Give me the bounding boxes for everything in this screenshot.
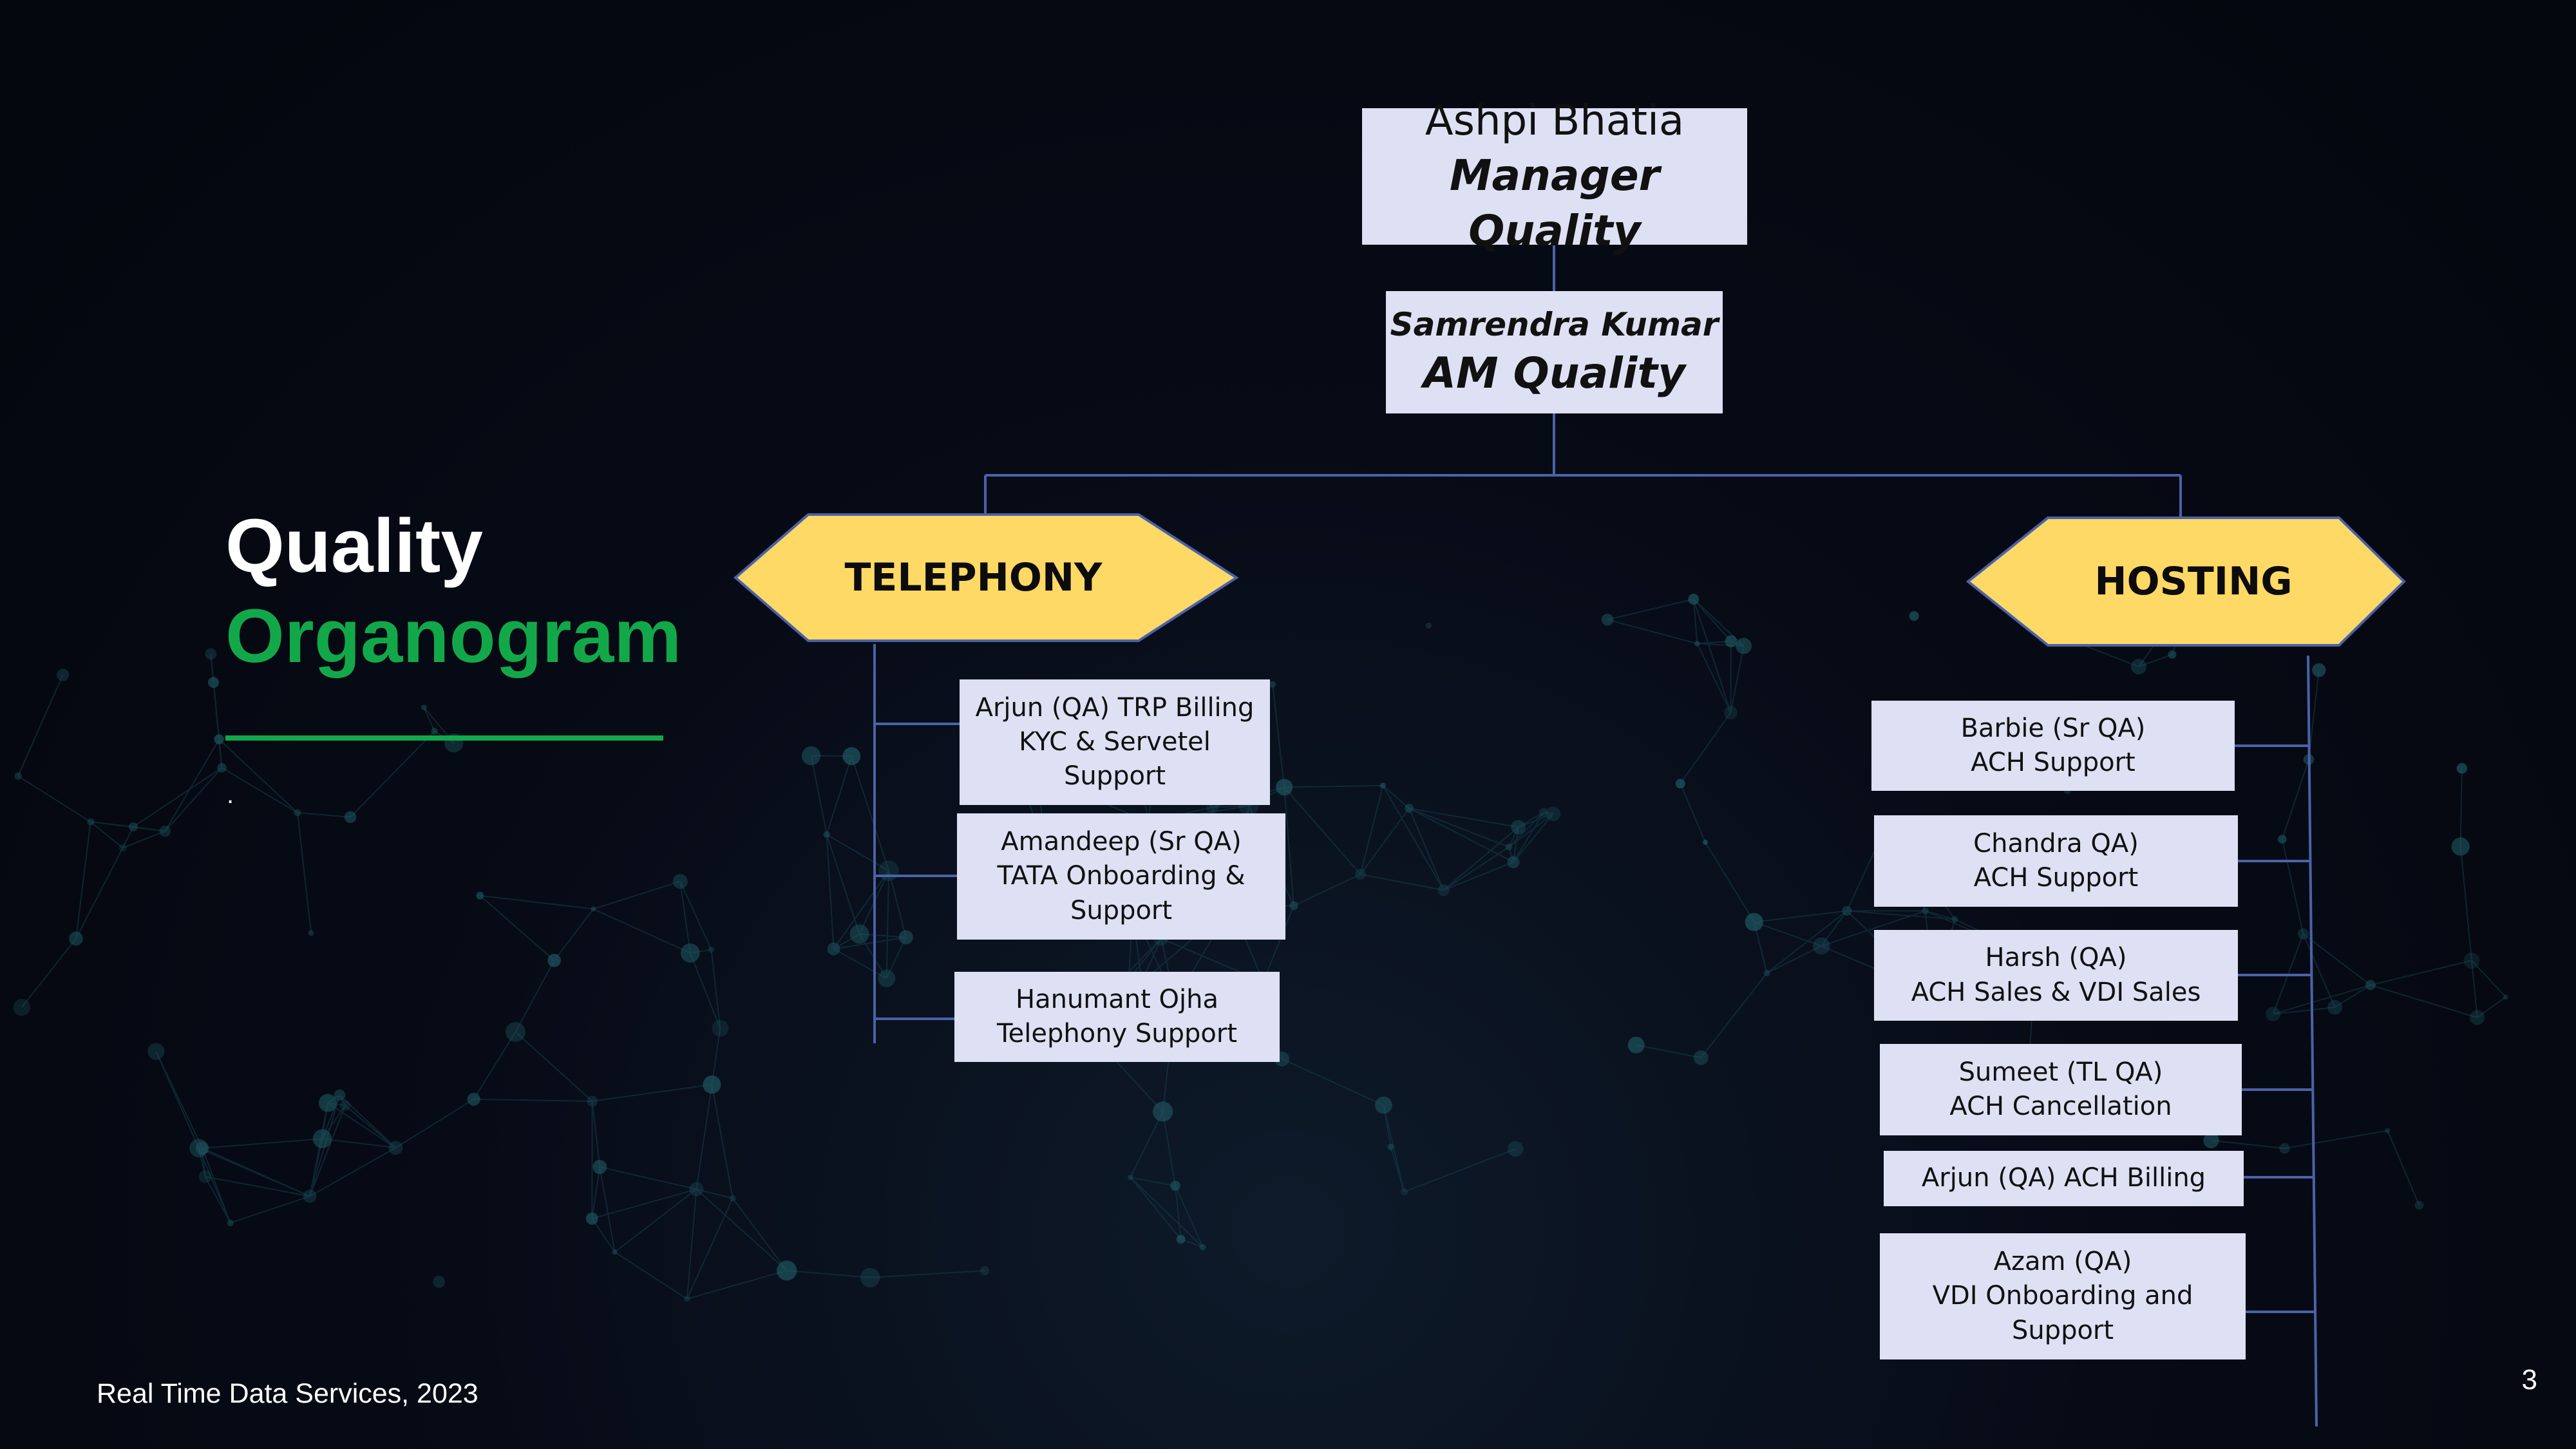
- title-underline: [225, 735, 663, 741]
- member-text-line: Azam (QA): [1993, 1247, 2132, 1277]
- member-text-line: KYC & Servetel: [1019, 726, 1211, 757]
- member-text-line: TATA Onboarding &: [997, 861, 1245, 891]
- telephony-member-box-hanumant: Hanumant Ojha Telephony Support: [954, 972, 1280, 1062]
- assistant-manager-name: Samrendra Kumar: [1390, 305, 1719, 343]
- member-text-line: Telephony Support: [996, 1019, 1238, 1048]
- member-text-line: Barbie (Sr QA): [1960, 713, 2146, 743]
- footer-company-text: Real Time Data Services, 2023: [97, 1378, 478, 1409]
- manager-role: Manager Quality: [1449, 150, 1660, 256]
- assistant-manager-box: Samrendra Kumar AM Quality: [1386, 291, 1723, 413]
- member-text-line: Amandeep (Sr QA): [1001, 827, 1242, 857]
- telephony-hexagon: [733, 513, 1239, 642]
- hosting-member-box-harsh: Harsh (QA) ACH Sales & VDI Sales: [1874, 930, 2238, 1021]
- member-text-line: Chandra QA): [1973, 828, 2139, 858]
- member-text-line: VDI Onboarding and: [1932, 1281, 2193, 1311]
- member-text-line: Harsh (QA): [1985, 943, 2127, 973]
- slide-title-line-2: Organogram: [225, 594, 682, 679]
- member-text-line: ACH Sales & VDI Sales: [1911, 977, 2201, 1007]
- hosting-member-box-chandra: Chandra QA) ACH Support: [1874, 815, 2238, 907]
- member-text-line: Sumeet (TL QA): [1958, 1057, 2163, 1087]
- member-text-line: ACH Support: [1971, 748, 2136, 777]
- assistant-manager-role: AM Quality: [1423, 348, 1686, 398]
- page-number: 3: [2521, 1364, 2537, 1396]
- telephony-member-box-arjun: Arjun (QA) TRP Billing KYC & Servetel Su…: [960, 679, 1270, 805]
- connector-hosting-spine: [2307, 655, 2318, 1427]
- hosting-label: HOSTING: [2094, 559, 2293, 604]
- member-text-line: Support: [1063, 761, 1166, 791]
- slide-title-line-1: Quality: [225, 504, 483, 589]
- hosting-member-box-azam: Azam (QA) VDI Onboarding and Support: [1880, 1233, 2246, 1359]
- member-text-line: ACH Cancellation: [1949, 1092, 2172, 1121]
- hosting-member-box-sumeet: Sumeet (TL QA) ACH Cancellation: [1880, 1044, 2242, 1135]
- hosting-member-box-barbie: Barbie (Sr QA) ACH Support: [1871, 701, 2235, 791]
- member-text-line: Arjun (QA) ACH Billing: [1921, 1163, 2206, 1193]
- manager-name: Ashpi Bhatia: [1425, 97, 1685, 145]
- member-text-line: Hanumant Ojha: [1016, 984, 1218, 1014]
- member-text-line: Support: [2011, 1315, 2114, 1345]
- hosting-member-box-arjun: Arjun (QA) ACH Billing: [1884, 1151, 2244, 1206]
- telephony-label: TELEPHONY: [844, 555, 1103, 600]
- member-text-line: Arjun (QA) TRP Billing: [975, 692, 1255, 723]
- telephony-member-box-amandeep: Amandeep (Sr QA) TATA Onboarding & Suppo…: [957, 813, 1285, 940]
- hosting-hexagon: [1965, 516, 2406, 647]
- member-text-line: ACH Support: [1973, 863, 2139, 893]
- body-bullet-text: .: [227, 781, 234, 809]
- manager-box: Ashpi Bhatia Manager Quality: [1362, 97, 1747, 256]
- member-text-line: Support: [1070, 895, 1173, 925]
